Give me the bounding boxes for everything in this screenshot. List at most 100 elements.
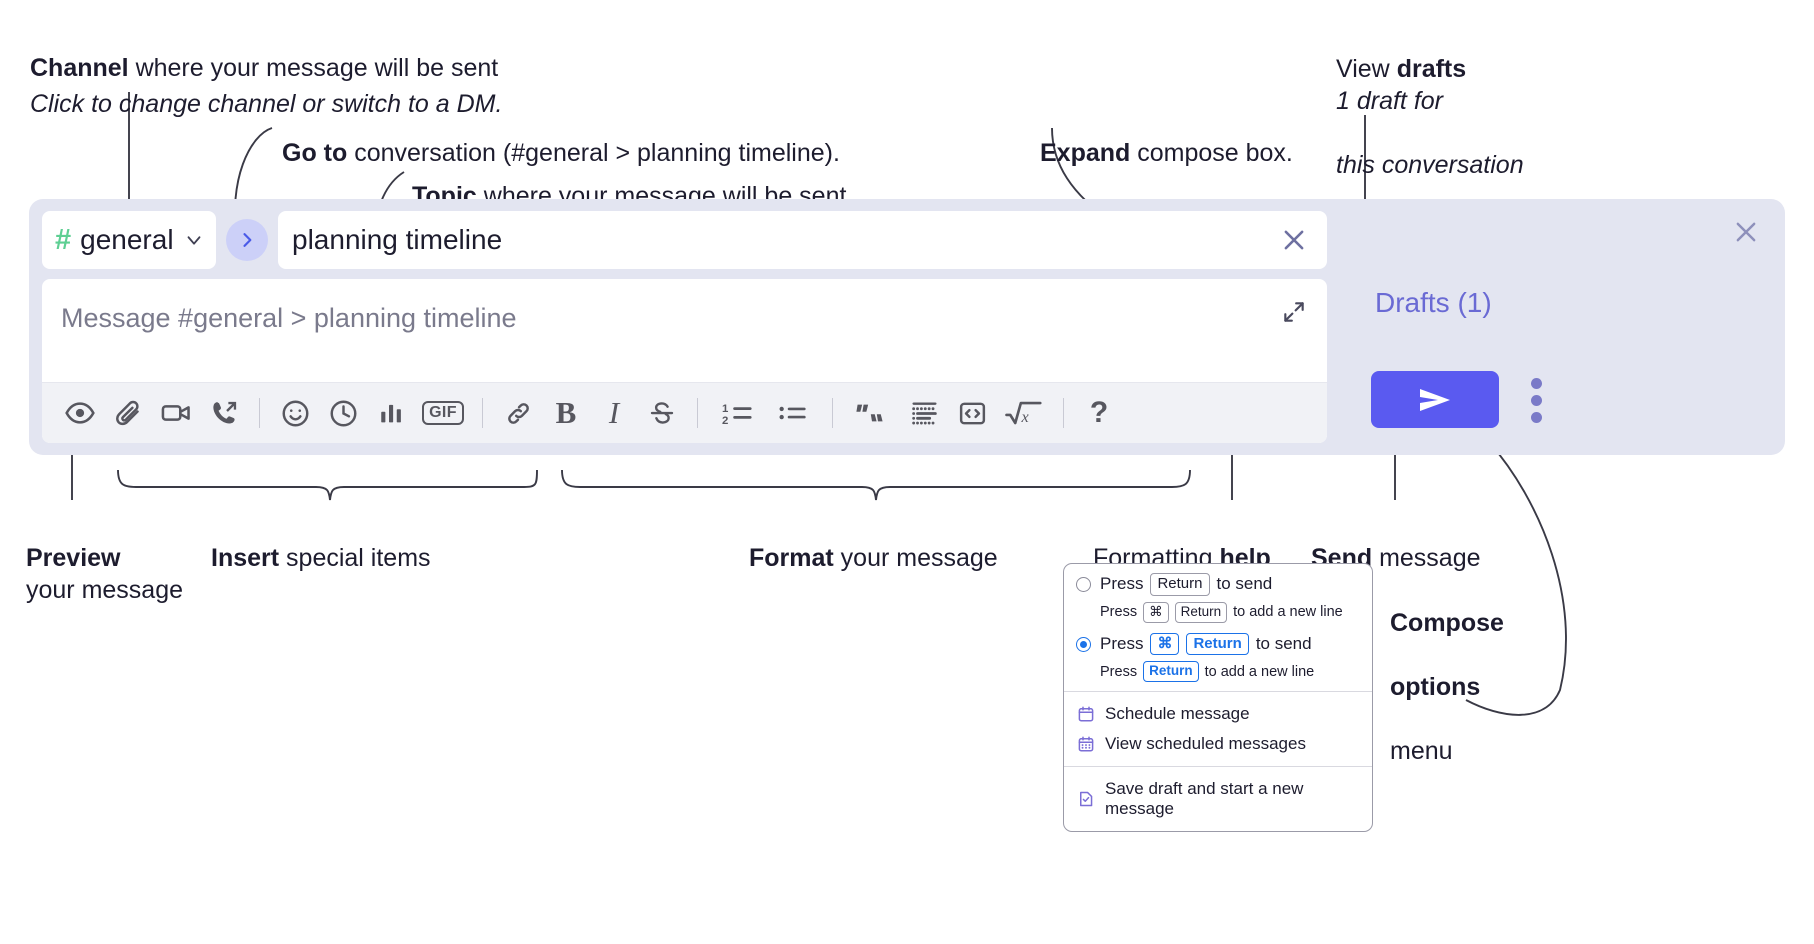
menu-item-label: View scheduled messages (1105, 734, 1306, 754)
preview-icon[interactable] (56, 389, 104, 437)
option2-sub-pre: Press (1100, 663, 1138, 680)
menu-group-schedule: Schedule message View scheduled messages (1064, 692, 1372, 766)
chevron-down-icon (183, 229, 205, 251)
channel-name: general (80, 224, 174, 255)
key-chip-return: Return (1143, 661, 1199, 683)
annotation-channel: Channel where your message will be sent … (30, 20, 502, 152)
topic-value: planning timeline (292, 224, 503, 255)
annotation-preview: Preview your message (26, 510, 183, 638)
emoji-icon[interactable] (271, 389, 319, 437)
annotation-format-bold: Format (749, 544, 834, 572)
document-check-icon (1076, 790, 1095, 809)
annotation-send-rest: message (1372, 544, 1481, 572)
calendar-icon (1076, 705, 1095, 724)
radio-button-selected[interactable] (1076, 636, 1091, 652)
annotation-insert-bold: Insert (211, 544, 280, 572)
message-input-box[interactable]: Message #general > planning timeline (42, 279, 1327, 443)
menu-item-view-scheduled-messages[interactable]: View scheduled messages (1064, 729, 1372, 759)
svg-text:2: 2 (722, 415, 728, 427)
video-camera-icon[interactable] (152, 389, 200, 437)
radio-button[interactable] (1076, 576, 1091, 592)
annotation-goto: Go to conversation (#general > planning … (282, 105, 840, 169)
key-chip-command: ⌘ (1143, 601, 1169, 623)
annotation-compose-bold1: Compose (1390, 609, 1504, 637)
annotation-channel-sub: Click to change channel or switch to a D… (30, 90, 503, 118)
annotation-expand: Expand compose box. (1040, 105, 1293, 169)
toolbar-separator (259, 398, 260, 428)
annotation-drafts-sub2: this conversation (1336, 151, 1524, 179)
gif-label: GIF (422, 401, 464, 425)
annotation-preview-bold: Preview (26, 544, 121, 572)
formatting-toolbar: GIF B I (42, 382, 1327, 443)
drafts-link[interactable]: Drafts (1) (1375, 287, 1492, 318)
menu-item-label: Save draft and start a new message (1105, 779, 1304, 819)
menu-divider (1064, 691, 1372, 693)
phone-forward-icon[interactable] (200, 389, 248, 437)
annotation-drafts: View drafts 1 draft for this conversatio… (1336, 21, 1524, 213)
option1-sub-post: to add a new line (1233, 604, 1343, 621)
bold-icon[interactable]: B (542, 389, 590, 437)
code-icon[interactable] (948, 389, 996, 437)
help-icon[interactable]: ? (1075, 389, 1123, 437)
menu-divider (1064, 766, 1372, 768)
ordered-list-icon[interactable]: 1 2 (709, 389, 765, 437)
annotation-goto-rest: conversation (#general > planning timeli… (347, 139, 840, 167)
close-icon[interactable] (1729, 215, 1763, 249)
annotation-expand-rest: compose box. (1130, 139, 1293, 167)
annotation-compose-options: Compose options menu (1390, 575, 1570, 767)
code-block-icon[interactable] (900, 389, 948, 437)
menu-item-label: Schedule message (1105, 704, 1250, 724)
send-option-return[interactable]: Press Return to send Press ⌘Return to ad… (1076, 573, 1360, 623)
gif-icon[interactable]: GIF (415, 389, 471, 437)
option2-main-post: to send (1255, 634, 1312, 653)
italic-label: I (608, 395, 620, 430)
attachment-icon[interactable] (104, 389, 152, 437)
compose-panel: # general planning timeline (29, 199, 1785, 455)
annotation-channel-rest: where your message will be sent (128, 54, 499, 82)
math-icon[interactable]: x (996, 389, 1052, 437)
option2-sub-post: to add a new line (1204, 663, 1315, 680)
send-button[interactable] (1371, 371, 1499, 428)
annotation-insert-rest: special items (279, 544, 431, 572)
clock-icon[interactable] (319, 389, 367, 437)
bulleted-list-icon[interactable] (765, 389, 821, 437)
blockquote-icon[interactable] (844, 389, 900, 437)
compose-inner: # general planning timeline (42, 211, 1327, 443)
key-chip-return: Return (1150, 573, 1210, 596)
topic-input[interactable]: planning timeline (278, 211, 1327, 269)
key-chip-return: Return (1186, 632, 1249, 656)
menu-item-schedule-message[interactable]: Schedule message (1064, 699, 1372, 729)
toolbar-separator (832, 398, 833, 428)
calendar-grid-icon (1076, 735, 1095, 754)
send-paper-plane-icon (1420, 388, 1450, 411)
strikethrough-icon[interactable] (638, 389, 686, 437)
italic-icon[interactable]: I (590, 389, 638, 437)
svg-text:x: x (1021, 408, 1030, 426)
annotation-drafts-bold: drafts (1396, 55, 1467, 83)
option1-main-post: to send (1216, 574, 1273, 594)
channel-selector[interactable]: # general (42, 211, 216, 269)
message-placeholder: Message #general > planning timeline (61, 303, 517, 333)
annotation-goto-bold: Go to (282, 139, 348, 167)
bar-chart-icon[interactable] (367, 389, 415, 437)
svg-text:1: 1 (722, 403, 729, 415)
expand-icon[interactable] (1277, 295, 1311, 329)
annotation-expand-bold: Expand (1040, 139, 1131, 167)
send-shortcut-options: Press Return to send Press ⌘ Return to ad… (1064, 564, 1372, 691)
annotation-drafts-pre: View (1336, 55, 1397, 83)
compose-header-row: # general planning timeline (42, 211, 1327, 269)
menu-item-save-draft[interactable]: Save draft and start a new message (1064, 774, 1372, 824)
send-option-cmd-return[interactable]: Press ⌘Return to send Press Return to ad… (1076, 632, 1360, 683)
toolbar-separator (1063, 398, 1064, 428)
goto-conversation-button[interactable] (226, 219, 268, 261)
toolbar-separator (697, 398, 698, 428)
option2-main-pre: Press (1100, 634, 1144, 653)
annotation-compose-bold2: options (1390, 673, 1481, 701)
option1-sub-pre: Press (1100, 604, 1138, 621)
annotation-insert: Insert special items (211, 510, 431, 574)
close-icon[interactable] (1275, 221, 1313, 259)
link-icon[interactable] (494, 389, 542, 437)
more-vertical-icon[interactable] (1519, 376, 1553, 424)
toolbar-separator (482, 398, 483, 428)
